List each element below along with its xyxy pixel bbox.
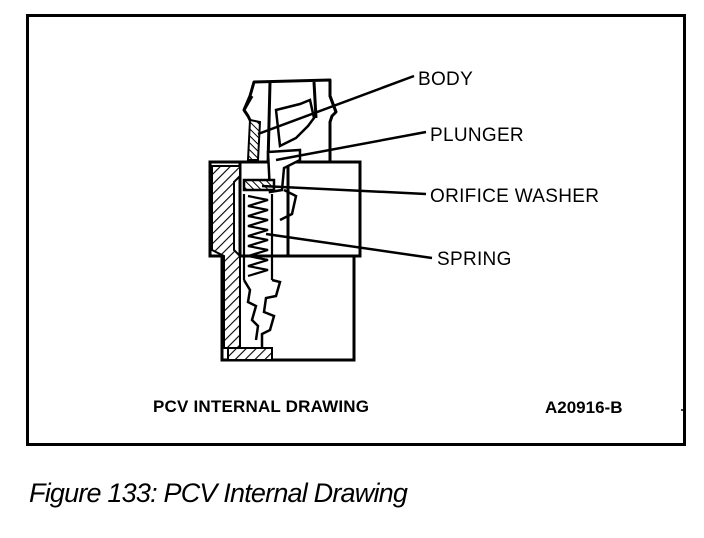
callout-plunger: PLUNGER	[430, 125, 524, 146]
spring	[242, 194, 274, 280]
bottom-seat	[227, 347, 273, 361]
orifice-washer	[242, 178, 276, 192]
drawing-id: A20916-B	[545, 398, 623, 417]
plunger	[266, 98, 316, 194]
drawing-title: PCV INTERNAL DRAWING	[153, 397, 370, 416]
valve-body-stem	[220, 254, 356, 362]
body-section-hatch	[211, 118, 262, 349]
figure-caption: Figure 133: PCV Internal Drawing	[29, 478, 408, 508]
internal-passage	[242, 188, 298, 348]
callout-orifice-washer: ORIFICE WASHER	[430, 186, 600, 207]
stray-mark	[681, 409, 683, 411]
callout-spring: SPRING	[437, 249, 512, 270]
leader-lines	[257, 74, 433, 260]
callout-body: BODY	[418, 69, 474, 90]
